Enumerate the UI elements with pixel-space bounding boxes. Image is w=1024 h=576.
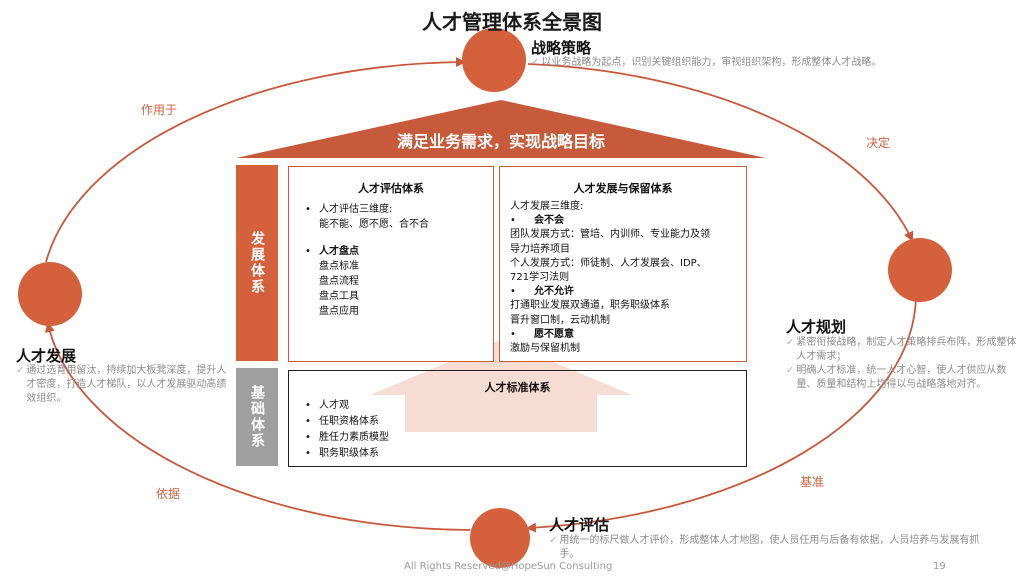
strategy-desc: ✓以业务战略为起点，识别关键组织能力，审视组织架构，形成整体人才战略。 xyxy=(531,57,882,68)
development-desc: ✓通过选育用留汰，持续加大板凳深度，提升人才密度，打造人才梯队，以人才发展驱动高… xyxy=(16,365,227,404)
dev-system-bar xyxy=(236,165,278,361)
label-determines: 决定 xyxy=(866,136,891,150)
base-arrow-shape xyxy=(370,340,632,432)
base-box-title: 人才标准体系 xyxy=(484,381,551,394)
base-system-label: 基础体系 xyxy=(249,385,265,449)
dev-retention-box: 人才发展与保留体系 人才发展三维度: •会不会 团队发展方式：管培、内训师、专业… xyxy=(499,166,747,362)
circle-assessment xyxy=(470,508,530,568)
check-icon: ✓ xyxy=(531,57,540,68)
check-icon: ✓ xyxy=(786,337,795,348)
bullet: • xyxy=(305,204,311,215)
check-icon: ✓ xyxy=(549,535,558,546)
planning-title: 人才规划 xyxy=(786,318,847,336)
eval-box-title: 人才评估体系 xyxy=(358,182,424,195)
bullet: • xyxy=(305,400,311,411)
bullet: • xyxy=(305,416,311,427)
talent-standard-box: 人才标准体系 •人才观 •任职资格体系 •胜任力素质模型 •职务职级体系 xyxy=(288,370,747,467)
page-title: 人才管理体系全景图 xyxy=(422,10,602,34)
roof-triangle xyxy=(236,100,766,158)
bullet: • xyxy=(510,286,516,298)
bullet: • xyxy=(305,432,311,443)
dev-system-label: 发展体系 xyxy=(249,231,265,295)
arrow-development-to-strategy xyxy=(45,57,466,263)
dev-box-title: 人才发展与保留体系 xyxy=(573,182,673,195)
page-number: 19 xyxy=(933,561,946,572)
bullet: • xyxy=(510,215,516,227)
bullet: • xyxy=(510,328,516,340)
arrow-strategy-to-planning xyxy=(527,63,914,242)
label-benchmark: 基准 xyxy=(800,475,825,489)
assessment-desc: ✓用统一的标尺做人才评价，形成整体人才地图，使人员任用与后备有依据，人员培养与发… xyxy=(549,535,980,560)
check-icon: ✓ xyxy=(786,365,795,376)
assessment-title: 人才评估 xyxy=(549,516,610,534)
check-icon: ✓ xyxy=(16,365,25,376)
strategy-title: 战略策略 xyxy=(531,39,592,57)
planning-desc: ✓紧密衔接战略，制定人才策略排兵布阵，形成整体人才需求； ✓明确人才标准，统一人… xyxy=(786,337,1017,390)
base-system-bar xyxy=(236,368,278,466)
bullet: • xyxy=(305,448,311,459)
circle-strategy xyxy=(462,28,526,92)
arrow-assessment-to-development xyxy=(44,322,471,531)
label-acts-on: 作用于 xyxy=(141,103,178,117)
circle-planning xyxy=(888,238,952,302)
arrow-planning-to-assessment xyxy=(526,295,917,533)
roof-text: 满足业务需求，实现战略目标 xyxy=(396,132,605,151)
eval-system-box: 人才评估体系 •人才评估三维度: 能不能、愿不愿、合不合 •人才盘点 盘点标准 … xyxy=(288,166,494,362)
bullet: • xyxy=(305,246,311,257)
development-title: 人才发展 xyxy=(16,347,77,365)
circle-development xyxy=(18,262,82,326)
footer-copyright: All Rights Reserved@HopeSun Consulting xyxy=(404,561,613,572)
label-basis: 依据 xyxy=(156,487,181,501)
